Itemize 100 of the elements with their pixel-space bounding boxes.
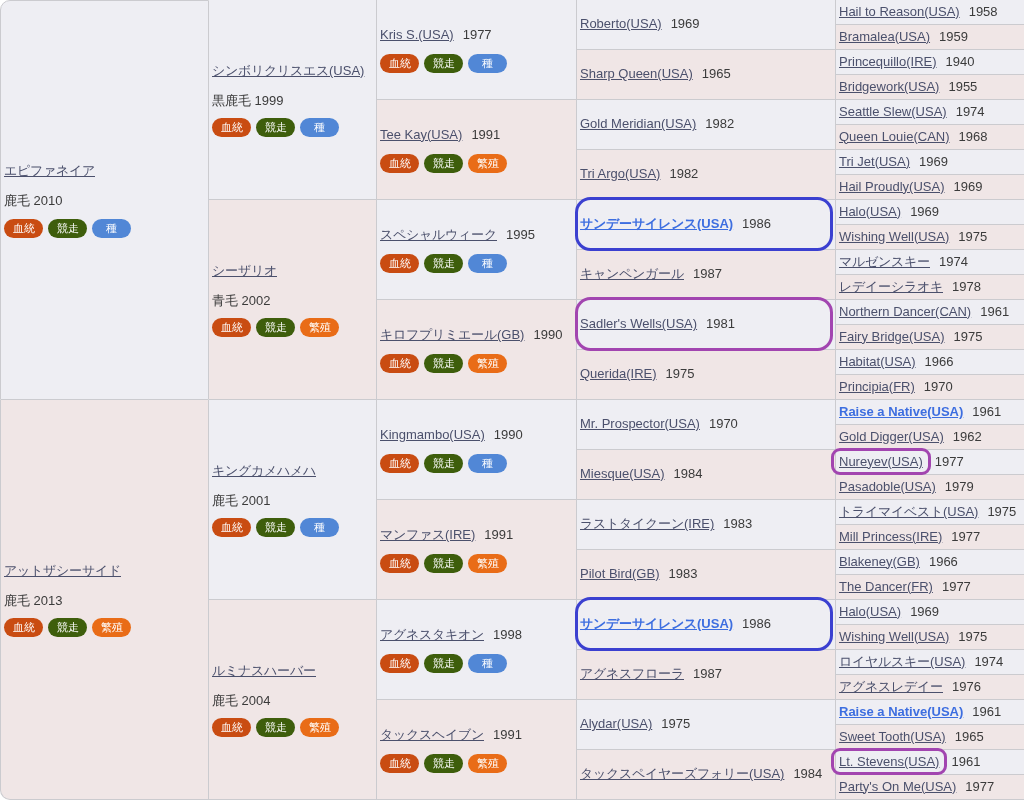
year-text: 1961 (951, 753, 981, 769)
horse-name-link: Pilot Bird(GB) (580, 566, 660, 581)
pedigree-cell (836, 500, 1024, 525)
horse-name-link: Wishing Well(USA) (839, 628, 950, 644)
pedigree-cell (377, 100, 577, 200)
pedigree-cell (0, 0, 209, 400)
pedigree-cell (577, 250, 836, 300)
pedigree-cell (577, 700, 836, 750)
year-text: 1966 (924, 353, 954, 369)
horse-name-link: ルミナスハーバー (212, 662, 316, 678)
pedigree-cell (377, 500, 577, 600)
tag-badge: 繁殖 (468, 154, 507, 173)
year-text: 1961 (972, 403, 1002, 419)
year-text: 1987 (693, 666, 722, 681)
year-text: 1968 (958, 128, 988, 144)
pedigree-cell (836, 350, 1024, 375)
year-text: 1990 (533, 326, 563, 342)
pedigree-cell (836, 250, 1024, 275)
tag-badge: 血統 (380, 354, 419, 373)
horse-name-link: タックスペイヤーズフォリー(USA) (580, 766, 785, 781)
horse-name-link: Kris S.(USA) (380, 26, 454, 42)
pedigree-cell (577, 350, 836, 400)
horse-name-link: Roberto(USA) (580, 16, 662, 31)
horse-name-link: レデイーシラオキ (839, 278, 943, 294)
tag-badge: 血統 (380, 54, 419, 73)
year-text: 1981 (706, 316, 736, 331)
horse-name-link: シンボリクリスエス(USA) (212, 62, 365, 78)
horse-name-link: アグネスフローラ (580, 666, 684, 681)
year-text: 1969 (953, 178, 983, 194)
pedigree-cell (577, 50, 836, 100)
horse-name-link: アットザシーサイド (4, 562, 121, 578)
horse-name-link: Pasadoble(USA) (839, 478, 936, 494)
pedigree-cell (577, 0, 836, 50)
pedigree-cell (836, 150, 1024, 175)
horse-name-link: Querida(IRE) (580, 366, 657, 381)
coat-year-text: 黒鹿毛 1999 (212, 92, 284, 108)
pedigree-cell (836, 225, 1024, 250)
pedigree-cell (209, 200, 377, 400)
year-text: 1975 (958, 628, 988, 644)
horse-name-link: キロフプリミエール(GB) (380, 326, 525, 342)
pedigree-cell (836, 50, 1024, 75)
tag-badge: 種 (300, 118, 339, 137)
tag-badge: 血統 (380, 254, 419, 273)
horse-name-link: Sweet Tooth(USA) (839, 728, 946, 744)
year-text: 1974 (974, 653, 1004, 669)
pedigree-cell (836, 25, 1024, 50)
pedigree-cell (577, 750, 836, 800)
year-text: 1975 (958, 228, 988, 244)
horse-name-link: トライマイベスト(USA) (839, 503, 979, 519)
horse-name-link: Halo(USA) (839, 203, 902, 219)
tag-badge: 競走 (424, 754, 463, 773)
tag-badge: 血統 (212, 518, 251, 537)
horse-name-link: Gold Meridian(USA) (580, 116, 697, 131)
horse-name-link: Princequillo(IRE) (839, 53, 937, 69)
year-text: 1995 (506, 226, 535, 242)
pedigree-cell (0, 400, 209, 800)
horse-name-link: Hail Proudly(USA) (839, 178, 945, 194)
horse-name-link: Principia(FR) (839, 378, 915, 394)
pedigree-cell (836, 725, 1024, 750)
year-text: 1986 (742, 216, 772, 231)
year-text: 1977 (965, 778, 995, 794)
year-text: 1961 (980, 303, 1010, 319)
tag-badge: 血統 (4, 218, 43, 238)
pedigree-cell (836, 175, 1024, 200)
pedigree-cell (836, 400, 1024, 425)
tag-badge: 血統 (212, 718, 251, 737)
pedigree-cell (836, 375, 1024, 400)
horse-name-link: Miesque(USA) (580, 466, 665, 481)
tag-badge: 競走 (48, 218, 87, 238)
horse-name-link: キングカメハメハ (212, 462, 316, 478)
year-text: 1978 (952, 278, 981, 294)
horse-name-link: Tri Jet(USA) (839, 153, 911, 169)
horse-name-link: スペシャルウィーク (380, 226, 497, 242)
year-text: 1977 (934, 453, 964, 469)
year-text: 1969 (910, 603, 940, 619)
tag-badge: 繁殖 (300, 718, 339, 737)
tag-badge: 種 (468, 654, 507, 673)
year-text: 1977 (462, 26, 492, 42)
pedigree-cell (836, 700, 1024, 725)
tag-badge: 競走 (424, 454, 463, 473)
horse-name-link: Raise a Native(USA) (839, 403, 964, 419)
pedigree-cell (577, 500, 836, 550)
horse-name-link: The Dancer(FR) (839, 578, 933, 594)
pedigree-cell (836, 200, 1024, 225)
year-text: 1965 (954, 728, 984, 744)
tag-badge: 競走 (48, 618, 87, 637)
year-text: 1982 (705, 116, 735, 131)
tag-badge: 血統 (380, 654, 419, 673)
pedigree-cell (377, 200, 577, 300)
year-text: 1965 (701, 66, 731, 81)
pedigree-cell (836, 575, 1024, 600)
horse-name-link: Sadler's Wells(USA) (580, 316, 698, 331)
year-text: 1987 (693, 266, 722, 281)
year-text: 1991 (493, 726, 522, 742)
horse-name-link: Northern Dancer(CAN) (839, 303, 972, 319)
year-text: 1974 (939, 253, 968, 269)
tag-badge: 種 (468, 254, 507, 273)
pedigree-cell (836, 425, 1024, 450)
horse-name-link: Tri Argo(USA) (580, 166, 661, 181)
year-text: 1975 (665, 366, 695, 381)
